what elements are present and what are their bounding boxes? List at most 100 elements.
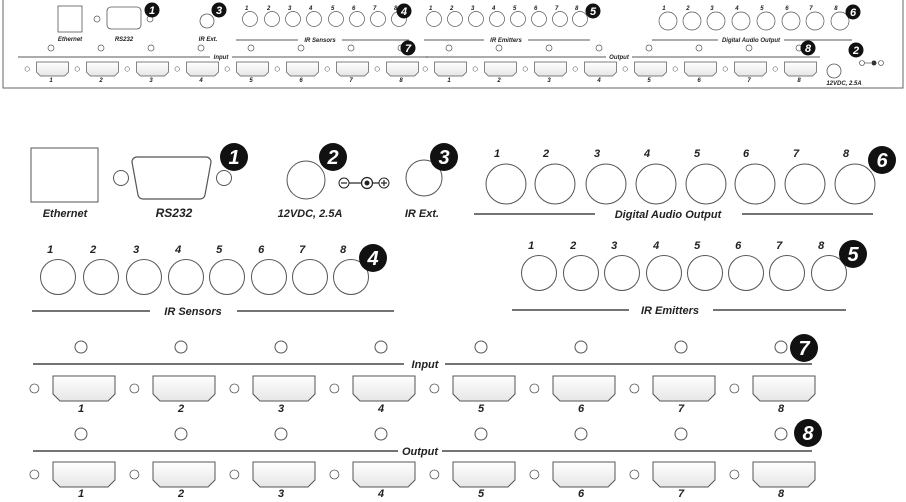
output-screw [429, 469, 440, 480]
overview-input-screw [174, 66, 180, 72]
ir-emitters-number: 6 [735, 240, 742, 252]
input-led [374, 340, 388, 354]
rs232-label: RS232 [156, 206, 193, 220]
output-hdmi-port [152, 461, 216, 488]
overview-ethernet-port [57, 5, 83, 33]
overview-output-screw [722, 66, 728, 72]
overview-digital-audio-label: Digital Audio Output [722, 38, 781, 44]
input-hdmi-port [552, 375, 616, 402]
overview-output-screw [672, 66, 678, 72]
overview-output-port-number: 2 [496, 78, 501, 84]
overview-ir-sensors-number: 7 [373, 6, 377, 12]
ir-emitters-port [604, 255, 640, 291]
overview-rs232-screw-left [93, 15, 101, 23]
output-led [74, 427, 88, 441]
overview-input-screw [324, 66, 330, 72]
overview-output-led [495, 44, 503, 52]
ir-sensors-number: 1 [47, 244, 53, 256]
overview-input-led [247, 44, 255, 52]
callout-badge [220, 143, 248, 171]
overview-digital-audio-port [756, 11, 776, 31]
overview-ir-sensors-label: IR Sensors [304, 38, 336, 44]
overview-output-port-number: 4 [596, 78, 601, 84]
output-screw [229, 469, 240, 480]
ir-emitters-port [521, 255, 557, 291]
overview-input-screw [224, 66, 230, 72]
overview-input-port-number: 7 [349, 78, 353, 84]
ir-ext-port [405, 159, 443, 197]
overview-ir-ext-port [199, 13, 215, 29]
overview-output-led [445, 44, 453, 52]
output-hdmi-port [52, 461, 116, 488]
overview-output-screw [472, 66, 478, 72]
overview-ir-emitters-number: 2 [449, 6, 454, 12]
ethernet-label: Ethernet [43, 208, 89, 220]
callout-number: 1 [228, 147, 239, 169]
overview-output-screw [572, 66, 578, 72]
output-led [474, 427, 488, 441]
overview-ir-emitters-port [468, 11, 484, 27]
output-port-number: 1 [78, 488, 84, 500]
overview-ir-emitters-number: 1 [429, 6, 433, 12]
overview-digital-audio-port [682, 11, 702, 31]
overview-ir-sensors-port [349, 11, 365, 27]
overview-output-led [545, 44, 553, 52]
digital-audio-output-port [534, 163, 576, 205]
overview-ir-emitters-port [531, 11, 547, 27]
digital-audio-output-number: 8 [843, 148, 850, 160]
ir-emitters-number: 5 [694, 240, 701, 252]
output-port-number: 3 [278, 488, 284, 500]
input-hdmi-port [52, 375, 116, 402]
ir-emitters-port [646, 255, 682, 291]
overview-ir-emitters-port [552, 11, 568, 27]
overview-digital-audio-number: 7 [809, 6, 813, 12]
ir-emitters-port [728, 255, 764, 291]
input-port-number: 5 [478, 403, 485, 415]
overview-input-led [47, 44, 55, 52]
overview-ir-sensors-port [370, 11, 386, 27]
overview-digital-audio-number: 6 [785, 6, 789, 12]
digital-audio-output-number: 6 [743, 148, 750, 160]
overview-input-port-number: 4 [198, 78, 203, 84]
output-led [774, 427, 788, 441]
overview-output-label: Output [609, 55, 630, 61]
overview-polarity-icon [859, 60, 884, 66]
overview-input-hdmi-port [36, 61, 69, 77]
overview-ir-sensors-port [264, 11, 280, 27]
ir-emitters-port [769, 255, 805, 291]
callout-number: 5 [590, 6, 597, 18]
overview-input-port-number: 2 [98, 78, 103, 84]
overview-output-port-number: 7 [747, 78, 751, 84]
digital-audio-output-number: 4 [643, 148, 650, 160]
overview-digital-audio-port [731, 11, 751, 31]
overview-ir-sensors-number: 2 [266, 6, 271, 12]
overview-ir-sensors-port [328, 11, 344, 27]
overview-input-screw [274, 66, 280, 72]
callout-number: 6 [850, 7, 857, 19]
overview-input-port-number: 8 [399, 78, 403, 84]
input-port-number: 7 [678, 403, 685, 415]
callout-number: 4 [400, 6, 407, 18]
ir-sensors-port [292, 259, 328, 295]
output-hdmi-port [552, 461, 616, 488]
callout-badge [868, 146, 896, 174]
output-hdmi-port [352, 461, 416, 488]
overview-digital-audio-port [658, 11, 678, 31]
digital-audio-output-port [784, 163, 826, 205]
overview-input-port-number: 5 [249, 78, 253, 84]
overview-input-hdmi-port [186, 61, 219, 77]
input-led [74, 340, 88, 354]
overview-output-port-number: 3 [547, 78, 551, 84]
ir-emitters-number: 1 [528, 240, 534, 252]
overview-input-led [297, 44, 305, 52]
overview-ir-sensors-number: 6 [352, 6, 356, 12]
input-led [574, 340, 588, 354]
overview-power-port [826, 63, 842, 79]
output-led [274, 427, 288, 441]
overview-ir-emitters-port [572, 11, 588, 27]
overview-ir-sensors-port [306, 11, 322, 27]
ir-sensors-port [168, 259, 204, 295]
callout-badge [794, 419, 822, 447]
callout-badge [211, 2, 227, 18]
overview-input-led [147, 44, 155, 52]
